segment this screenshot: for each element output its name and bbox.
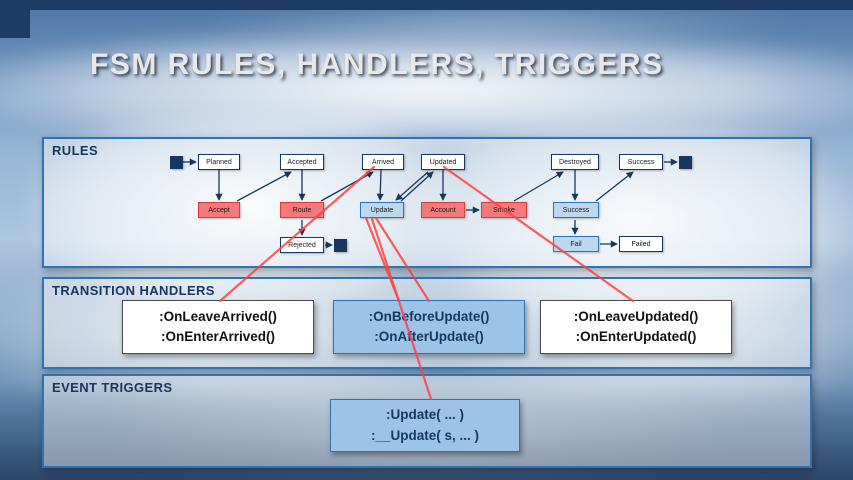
handler-arrived-line1: :OnLeaveArrived() (159, 308, 277, 324)
start-state-marker (170, 156, 183, 169)
fsm-state-accepted: Accepted (280, 154, 324, 170)
transition-handlers-panel-label: TRANSITION HANDLERS (52, 283, 215, 298)
fsm-action-route: Route (280, 202, 324, 218)
fsm-action-success: Success (553, 202, 599, 218)
handler-arrived-line2: :OnEnterArrived() (160, 329, 275, 344)
handler-update-line1: :OnBeforeUpdate() (368, 308, 490, 324)
handler-update-line2: :OnAfterUpdate() (374, 329, 484, 344)
fsm-state-planned: Planned (198, 154, 240, 170)
fsm-state-arrived: Arrived (362, 154, 404, 170)
trigger-update-line2: :__Update( s, ... ) (370, 427, 480, 443)
page-title: FSM RULES, HANDLERS, TRIGGERS (90, 48, 664, 81)
event-triggers-panel-label: EVENT TRIGGERS (52, 380, 173, 395)
edge-updated-update (395, 171, 429, 201)
edge-arrived-update (376, 169, 384, 201)
top-accent-strip (0, 0, 853, 10)
edge-route-arrived (320, 171, 374, 202)
fsm-action-update: Update (360, 202, 404, 218)
fsm-action-fail: Fail (553, 236, 599, 252)
cloud-band (0, 28, 853, 138)
rules-panel: RULES (42, 137, 812, 268)
corner-accent-block (0, 0, 30, 38)
edge-update-updated (400, 171, 434, 202)
fsm-state-failed: Failed (619, 236, 663, 252)
handler-box-arrived: :OnLeaveArrived() :OnEnterArrived() (122, 300, 314, 354)
handler-updated-line2: :OnEnterUpdated() (575, 329, 697, 344)
rules-panel-label: RULES (52, 143, 99, 158)
fsm-state-success: Success (619, 154, 663, 170)
fsm-state-destroyed: Destroyed (551, 154, 599, 170)
edge-success-successstate (595, 171, 634, 202)
fsm-action-smoke: Smoke (481, 202, 527, 218)
handler-box-update: :OnBeforeUpdate() :OnAfterUpdate() (333, 300, 525, 354)
end-state-marker-rejected (334, 239, 347, 252)
fsm-state-updated: Updated (421, 154, 465, 170)
trigger-box-update: :Update( ... ) :__Update( s, ... ) (330, 399, 520, 452)
handler-updated-line1: :OnLeaveUpdated() (573, 308, 699, 324)
edge-accept-accepted (236, 171, 292, 202)
end-state-marker-success (679, 156, 692, 169)
trigger-update-line1: :Update( ... ) (386, 407, 464, 423)
fsm-state-rejected: Rejected (280, 237, 324, 253)
handler-box-updated: :OnLeaveUpdated() :OnEnterUpdated() (540, 300, 732, 354)
fsm-action-accept: Accept (198, 202, 240, 218)
fsm-action-account: Account (421, 202, 465, 218)
edge-smoke-destroyed (513, 171, 564, 202)
